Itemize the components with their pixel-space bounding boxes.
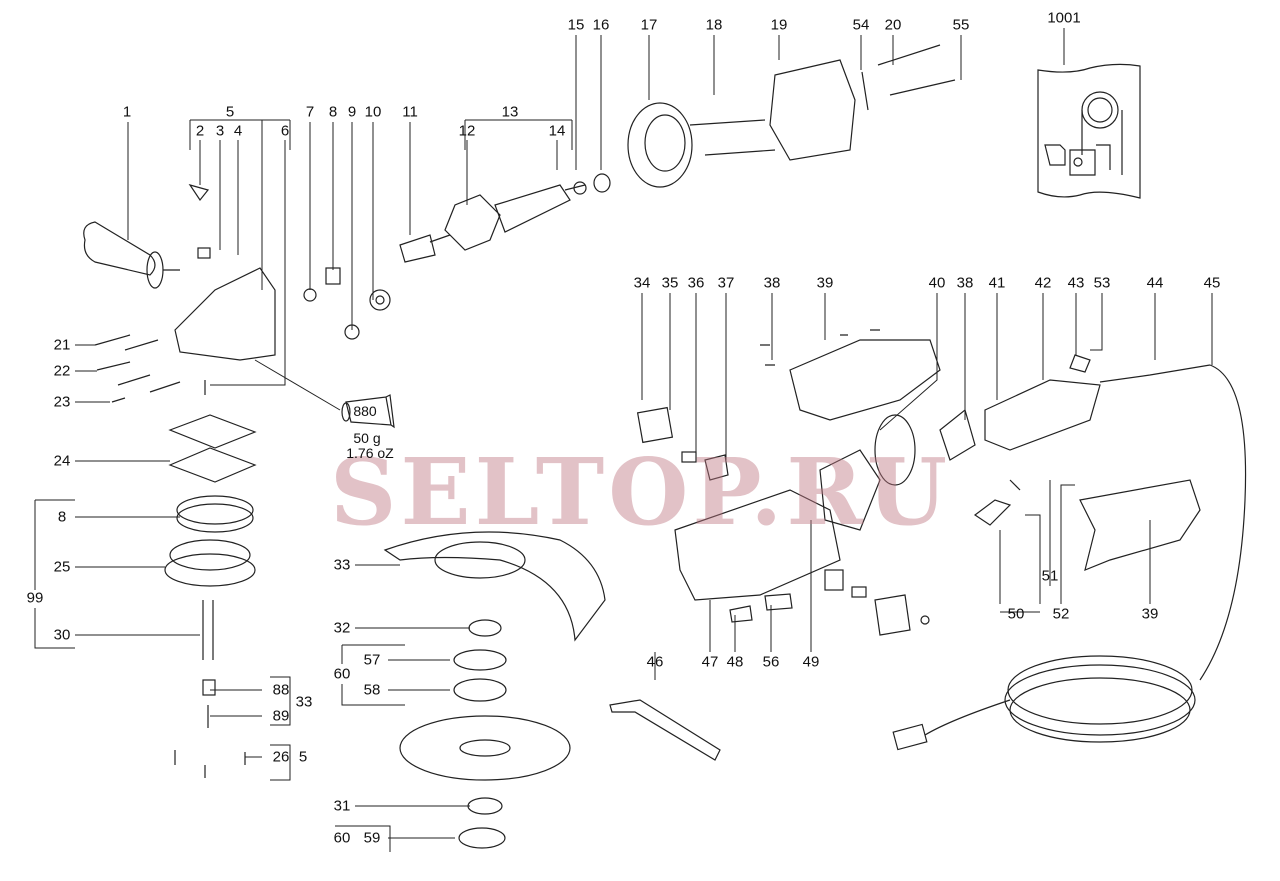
part-label: 33 xyxy=(333,556,351,574)
part-label: 57 xyxy=(363,651,381,669)
spanner xyxy=(609,699,721,761)
screws xyxy=(94,334,246,778)
part-label: 58 xyxy=(363,681,381,699)
brushes xyxy=(636,406,930,636)
part-label: 30 xyxy=(53,626,71,644)
part-label: 42 xyxy=(1034,274,1052,292)
wheel-guard xyxy=(383,531,606,642)
part-label: 24 xyxy=(53,452,71,470)
leader-lines xyxy=(34,28,1213,852)
part-label: 37 xyxy=(717,274,735,292)
part-label: 60 xyxy=(333,665,351,683)
part-label: 55 xyxy=(952,16,970,34)
part-label: 99 xyxy=(26,589,44,607)
part-label: 38 xyxy=(763,274,781,292)
part-label: 5 xyxy=(298,748,308,766)
part-label: 17 xyxy=(640,16,658,34)
part-label: 59 xyxy=(363,829,381,847)
gear-housing xyxy=(174,183,276,361)
part-label: 15 xyxy=(567,16,585,34)
part-label: 46 xyxy=(646,653,664,671)
part-label: 31 xyxy=(333,797,351,815)
flanges-and-disc xyxy=(399,619,571,849)
part-label: 8 xyxy=(57,508,67,526)
part-label: 32 xyxy=(333,619,351,637)
part-label: 49 xyxy=(802,653,820,671)
part-label: 39 xyxy=(1141,605,1159,623)
part-label: 36 xyxy=(687,274,705,292)
grease-weight-oz: 1.76 oZ xyxy=(346,445,394,461)
part-label: 52 xyxy=(1052,605,1070,623)
part-label: 2 xyxy=(195,122,205,140)
part-label: 18 xyxy=(705,16,723,34)
part-label: 40 xyxy=(928,274,946,292)
part-label: 89 xyxy=(272,707,290,725)
part-label: 1 xyxy=(122,103,132,121)
part-label: 1001 xyxy=(1047,9,1081,27)
part-label: 39 xyxy=(816,274,834,292)
side-handle xyxy=(83,221,180,289)
part-label: 35 xyxy=(661,274,679,292)
part-label: 54 xyxy=(852,16,870,34)
part-label: 60 xyxy=(333,829,351,847)
housing-halves xyxy=(760,329,1201,571)
part-label: 23 xyxy=(53,393,71,411)
part-label: 26 xyxy=(272,748,290,766)
part-label: 10 xyxy=(364,103,382,121)
part-label: 11 xyxy=(402,103,418,121)
armature xyxy=(429,102,693,251)
part-label: 44 xyxy=(1146,274,1164,292)
part-label: 6 xyxy=(280,122,290,140)
grease-weight-g: 50 g xyxy=(353,430,381,446)
part-label: 88 xyxy=(272,681,290,699)
grease-code: 880 xyxy=(353,403,377,419)
part-label: 53 xyxy=(1093,274,1111,292)
part-label: 16 xyxy=(592,16,610,34)
part-label: 3 xyxy=(215,122,225,140)
part-label: 56 xyxy=(762,653,780,671)
part-label: 43 xyxy=(1067,274,1085,292)
part-label: 22 xyxy=(53,362,71,380)
gear-stack xyxy=(164,414,257,728)
part-label: 50 xyxy=(1007,605,1025,623)
stator xyxy=(689,44,956,161)
part-label: 20 xyxy=(884,16,902,34)
part-label: 41 xyxy=(988,274,1006,292)
part-label: 33 xyxy=(295,693,313,711)
part-label: 8 xyxy=(328,103,338,121)
part-label: 19 xyxy=(770,16,788,34)
part-label: 9 xyxy=(347,103,357,121)
power-cable xyxy=(892,364,1247,751)
part-label: 13 xyxy=(501,103,519,121)
part-label: 51 xyxy=(1041,567,1059,585)
part-label: 45 xyxy=(1203,274,1221,292)
part-label: 25 xyxy=(53,558,71,576)
part-label: 48 xyxy=(726,653,744,671)
part-label: 12 xyxy=(458,122,476,140)
part-label: 5 xyxy=(225,103,235,121)
motor-housing xyxy=(674,414,916,623)
part-label: 14 xyxy=(548,122,566,140)
part-label: 21 xyxy=(53,336,71,354)
part-label: 34 xyxy=(633,274,651,292)
part-label: 38 xyxy=(956,274,974,292)
watermark: SELTOP.RU xyxy=(330,438,952,546)
part-label: 47 xyxy=(701,653,719,671)
part-label: 7 xyxy=(305,103,315,121)
grease-tube xyxy=(341,394,395,429)
part-label: 4 xyxy=(233,122,243,140)
wiring-schematic xyxy=(1037,63,1141,199)
small-parts-row xyxy=(303,234,436,340)
